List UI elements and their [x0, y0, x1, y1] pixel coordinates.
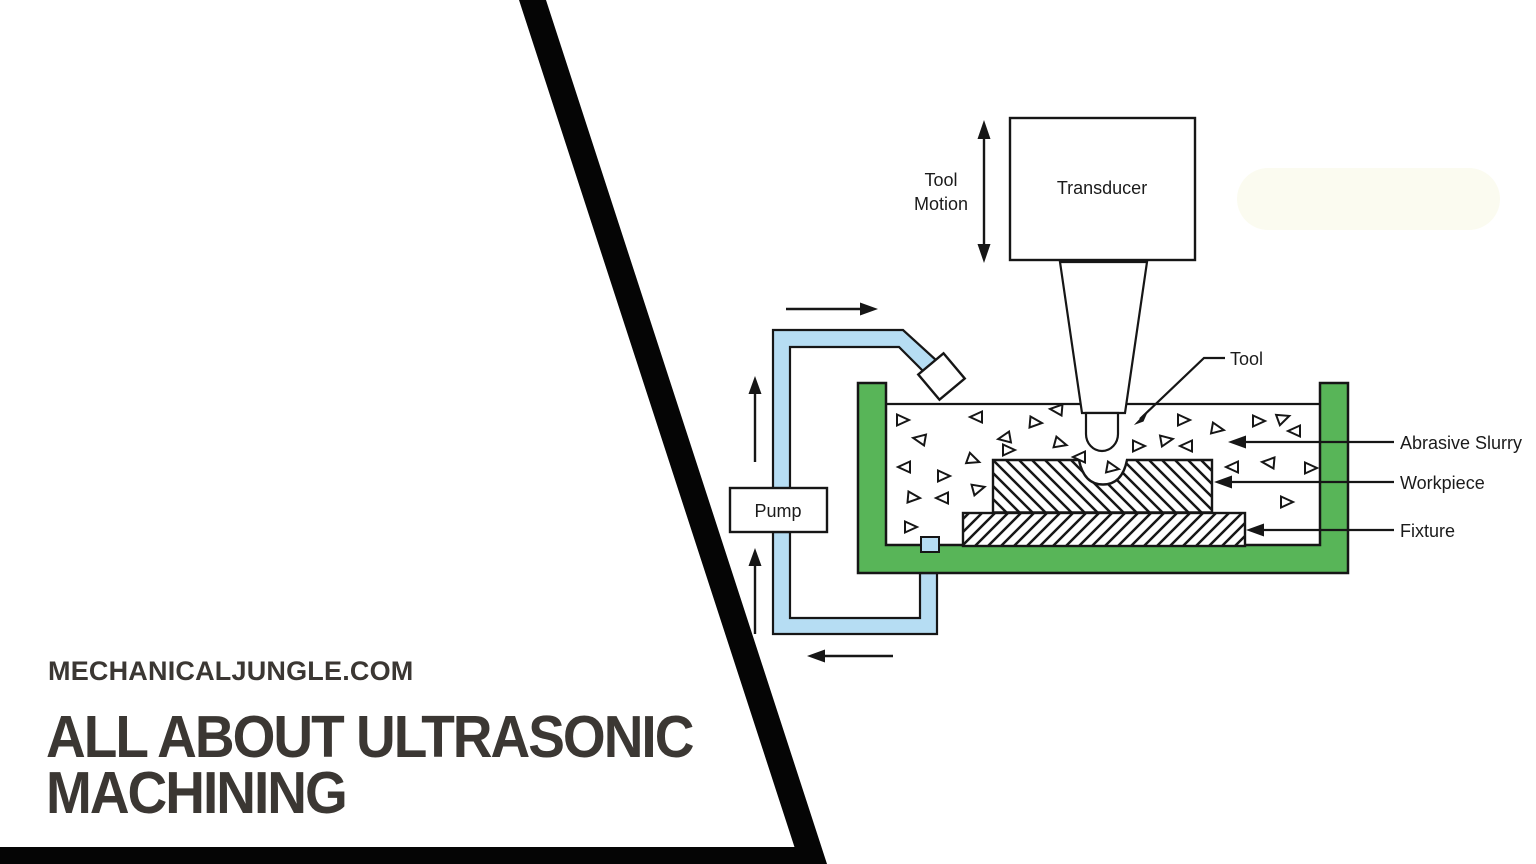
- slurry-particle-icon: [1028, 414, 1045, 429]
- slurry-particle-icon: [1158, 434, 1176, 449]
- flow-arrow-bottom-left: [807, 649, 893, 663]
- slurry-particle-icon: [1304, 460, 1320, 476]
- slurry-particle-icon: [1002, 442, 1018, 458]
- workpiece: [991, 458, 1214, 514]
- diagonal-divider: [519, 0, 827, 864]
- slurry-particle-icon: [1259, 456, 1276, 471]
- slurry-particle-icon: [1070, 449, 1086, 465]
- horn: [1058, 260, 1149, 415]
- abrasive-slurry-label: Abrasive Slurry: [1400, 433, 1522, 453]
- leader-abrasive-slurry: [1228, 435, 1394, 449]
- flow-arrow-up-below-pump: [748, 548, 762, 634]
- highlight-pill: [1237, 168, 1500, 230]
- fixture: [961, 511, 1247, 548]
- tool-motion-label-line2: Motion: [914, 194, 968, 214]
- bottom-bar: [0, 847, 818, 864]
- slurry-particle-icon: [1209, 420, 1227, 435]
- slurry-particle-icon: [1052, 434, 1069, 449]
- slurry-particle-icon: [970, 483, 987, 498]
- pump-label: Pump: [754, 501, 801, 521]
- fixture-label: Fixture: [1400, 521, 1455, 541]
- leader-tool: [1134, 356, 1225, 425]
- tool-motion-arrow: [977, 120, 991, 263]
- slurry-tank: [856, 381, 1350, 575]
- slurry-particle-icon: [896, 412, 912, 428]
- flow-arrow-top-right: [786, 302, 878, 316]
- slurry-particle-icon: [1104, 459, 1122, 474]
- pump-box: [728, 486, 829, 534]
- slurry-particles: [895, 403, 1320, 535]
- nozzle: [916, 351, 967, 402]
- slurry-particle-icon: [1274, 413, 1292, 427]
- leader-workpiece: [1214, 475, 1394, 489]
- tool-tip: [1084, 411, 1120, 453]
- tool-motion-label-line1: Tool: [924, 170, 957, 190]
- transducer-label: Transducer: [1057, 178, 1147, 198]
- slurry-particle-icon: [937, 468, 953, 484]
- slurry-particle-icon: [967, 409, 983, 425]
- tool-label: Tool: [1230, 349, 1263, 369]
- slurry-particle-icon: [1285, 423, 1301, 439]
- slurry-particle-icon: [933, 490, 949, 506]
- slurry-particle-icon: [1223, 459, 1239, 475]
- slurry-particle-icon: [995, 429, 1013, 444]
- slurry-particle-icon: [895, 459, 911, 475]
- slurry-particle-icon: [1047, 403, 1064, 418]
- slurry-particle-icon: [1177, 412, 1193, 428]
- slurry-particle-icon: [1280, 494, 1296, 510]
- slurry-particle-icon: [1132, 438, 1148, 454]
- slurry-particle-icon: [904, 519, 920, 535]
- tank-inlet: [920, 536, 940, 553]
- flow-arrow-up-above-pump: [748, 376, 762, 462]
- workpiece-label: Workpiece: [1400, 473, 1485, 493]
- slurry-particle-icon: [910, 433, 928, 448]
- slurry-particle-icon: [964, 451, 982, 465]
- transducer-box: [1008, 116, 1197, 262]
- slurry-particle-icon: [1177, 438, 1193, 454]
- slurry-particle-icon: [906, 489, 923, 504]
- slurry-particle-icon: [1252, 413, 1268, 429]
- leader-fixture: [1246, 523, 1394, 537]
